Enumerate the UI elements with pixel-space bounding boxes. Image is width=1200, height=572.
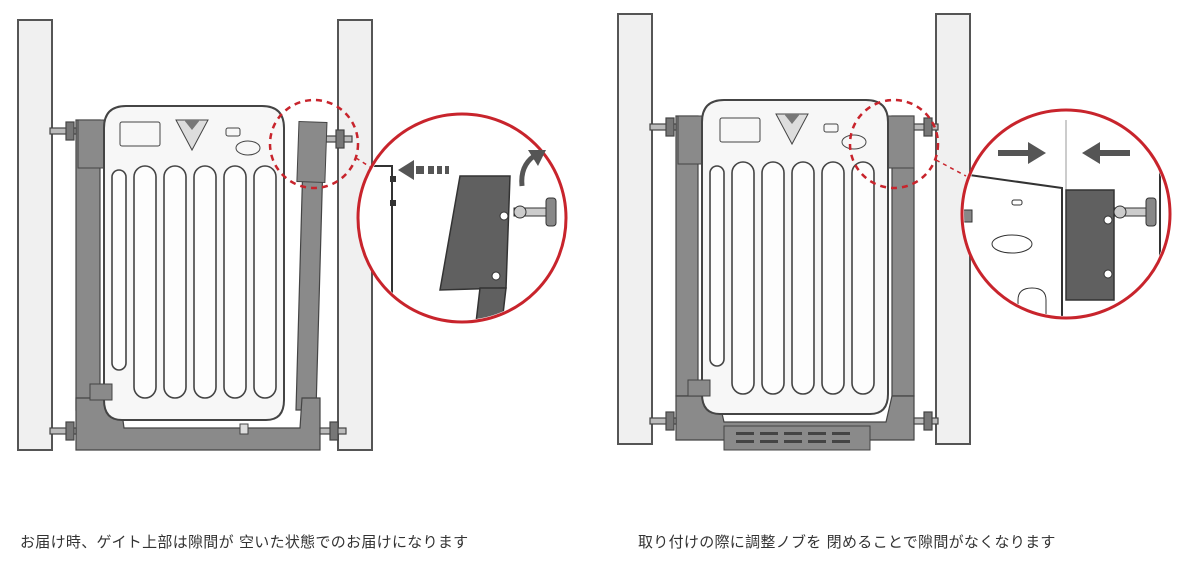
left-wall	[17, 19, 53, 451]
turn-arrow	[519, 153, 536, 187]
close-gap-arrows	[998, 142, 1130, 164]
zoom-detail-after	[960, 108, 1172, 320]
gate-closed-illustration	[617, 13, 1172, 451]
left-top-bracket	[77, 119, 105, 169]
gate-frame	[75, 119, 325, 451]
left-wall	[617, 13, 653, 445]
caption-before: お届け時、ゲイト上部は隙間が 空いた状態でのお届けになります	[20, 533, 469, 551]
slide-arrow	[398, 160, 449, 180]
gap-highlight-circle	[268, 98, 360, 190]
panel-after-install: 取り付けの際に調整ノブを 閉めることで隙間がなくなります	[600, 0, 1200, 572]
gate-gap-illustration	[17, 19, 568, 451]
bottom-step-plate	[723, 425, 871, 451]
gate-bars	[709, 161, 875, 395]
caption-after: 取り付けの際に調整ノブを 閉めることで隙間がなくなります	[638, 533, 1056, 551]
right-top-bracket	[296, 121, 328, 183]
zoom-detail-before	[356, 112, 568, 324]
top-knobs	[49, 121, 353, 441]
side-knobs	[649, 117, 939, 431]
gate-bars	[111, 165, 277, 399]
gap-highlight-circle	[848, 98, 940, 190]
panel-before-install: お届け時、ゲイト上部は隙間が 空いた状態でのお届けになります	[17, 19, 568, 551]
